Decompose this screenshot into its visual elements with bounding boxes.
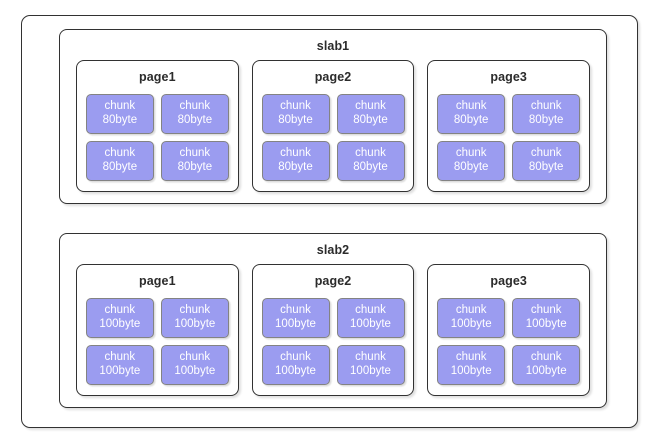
chunk-label: chunk [530,351,562,364]
chunk-size: 100byte [525,364,567,377]
chunk-grid: chunk 100byte chunk 100byte chunk 100byt… [428,296,589,386]
chunk-cell: chunk 100byte [85,344,154,385]
chunk-label: chunk [104,304,136,317]
chunk-cell: chunk 100byte [160,297,229,338]
chunk-cell: chunk 80byte [437,140,506,181]
chunk-cell: chunk 100byte [336,344,405,385]
page-box: page1 chunk 80byte chunk 80byte chunk 80 [76,60,239,192]
chunk-grid: chunk 80byte chunk 80byte chunk 80byte [253,92,414,182]
chunk-cell: chunk 80byte [160,140,229,181]
chunk-cell: chunk 100byte [336,297,405,338]
chunk-grid: chunk 100byte chunk 100byte chunk 100byt… [253,296,414,386]
chunk-size: 100byte [275,364,316,377]
chunk-cell: chunk 80byte [261,140,330,181]
chunk-cell: chunk 80byte [85,93,154,134]
chunk-cell: chunk 100byte [512,297,581,338]
chunk-cell: chunk 80byte [85,140,154,181]
chunk-size: 100byte [525,317,567,330]
chunk-cell: chunk 100byte [85,297,154,338]
chunk-cell: chunk 80byte [437,93,506,134]
chunk-size: 80byte [177,113,213,126]
slab-block-slab2: slab2 page1 chunk 100byte chunk 100byte [59,233,607,408]
chunk-grid: chunk 100byte chunk 100byte chunk 100byt… [77,296,238,386]
chunk-cell: chunk 100byte [261,344,330,385]
chunk-label: chunk [104,147,136,160]
chunk-label: chunk [455,351,487,364]
chunk-size: 100byte [174,317,216,330]
chunk-cell: chunk 100byte [160,344,229,385]
chunk-size: 100byte [275,317,316,330]
chunk-cell: chunk 100byte [261,297,330,338]
chunk-cell: chunk 100byte [437,344,506,385]
chunk-size: 100byte [450,364,492,377]
chunk-label: chunk [179,147,211,160]
chunk-label: chunk [179,351,211,364]
page-box: page2 chunk 100byte chunk 100byte chunk [251,264,415,396]
chunk-cell: chunk 80byte [512,93,581,134]
chunk-size: 100byte [99,364,141,377]
chunk-label: chunk [455,304,487,317]
chunk-label: chunk [104,351,136,364]
chunk-size: 80byte [353,113,388,126]
chunk-size: 80byte [278,113,313,126]
chunk-cell: chunk 80byte [336,140,405,181]
page-box: page1 chunk 100byte chunk 100byte chunk [76,264,239,396]
slab-title: slab1 [316,39,350,53]
chunk-label: chunk [455,147,487,160]
chunk-cell: chunk 80byte [261,93,330,134]
chunk-label: chunk [179,304,211,317]
page-title: page2 [314,70,352,84]
chunk-grid: chunk 80byte chunk 80byte chunk 80byte [428,92,589,182]
page-title: page3 [490,70,527,84]
chunk-label: chunk [280,351,311,364]
page-title: page2 [314,274,352,288]
chunk-label: chunk [355,304,386,317]
chunk-cell: chunk 100byte [512,344,581,385]
pages-row: page1 chunk 100byte chunk 100byte chunk [76,264,591,396]
chunk-cell: chunk 80byte [336,93,405,134]
page-title: page3 [490,274,527,288]
chunk-size: 80byte [453,160,489,173]
memory-allocator-frame: slab1 page1 chunk 80byte chunk 80byte [21,15,638,428]
chunk-size: 100byte [350,317,391,330]
chunk-size: 80byte [528,113,564,126]
chunk-size: 100byte [99,317,141,330]
chunk-cell: chunk 100byte [437,297,506,338]
chunk-label: chunk [355,100,386,113]
page-title: page1 [139,70,176,84]
chunk-size: 80byte [528,160,564,173]
chunk-size: 80byte [177,160,213,173]
chunk-size: 80byte [353,160,388,173]
chunk-label: chunk [355,147,386,160]
chunk-label: chunk [104,100,136,113]
chunk-cell: chunk 80byte [160,93,229,134]
chunk-label: chunk [179,100,211,113]
chunk-label: chunk [355,351,386,364]
chunk-label: chunk [530,304,562,317]
page-title: page1 [139,274,176,288]
chunk-label: chunk [530,100,562,113]
chunk-size: 80byte [102,113,138,126]
chunk-size: 100byte [174,364,216,377]
slab-title: slab2 [316,243,350,257]
chunk-label: chunk [530,147,562,160]
page-box: page3 chunk 80byte chunk 80byte chunk 80 [427,60,591,192]
chunk-size: 100byte [350,364,391,377]
chunk-size: 80byte [278,160,313,173]
chunk-grid: chunk 80byte chunk 80byte chunk 80byte [77,92,238,182]
chunk-size: 100byte [450,317,492,330]
chunk-label: chunk [280,147,311,160]
chunk-size: 80byte [453,113,489,126]
chunk-size: 80byte [102,160,138,173]
page-box: page3 chunk 100byte chunk 100byte chunk [427,264,591,396]
chunk-cell: chunk 80byte [512,140,581,181]
slab-block-slab1: slab1 page1 chunk 80byte chunk 80byte [59,29,607,204]
pages-row: page1 chunk 80byte chunk 80byte chunk 80 [76,60,591,192]
chunk-label: chunk [280,304,311,317]
chunk-label: chunk [455,100,487,113]
chunk-label: chunk [280,100,311,113]
page-box: page2 chunk 80byte chunk 80byte chunk 80 [251,60,415,192]
